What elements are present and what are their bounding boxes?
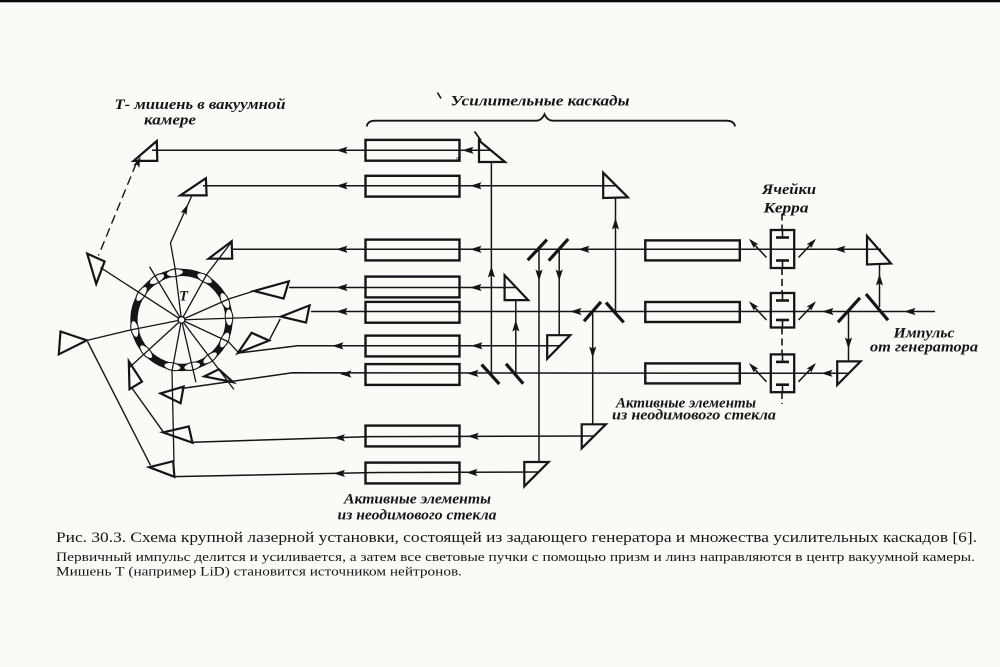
svg-text:Импульс: Импульс xyxy=(892,325,954,342)
svg-text:Активные элементы: Активные элементы xyxy=(615,396,756,412)
svg-text:из неодимового стекла: из неодимового стекла xyxy=(612,408,776,424)
svg-text:Активные элементы: Активные элементы xyxy=(343,492,491,508)
svg-text:Т- мишень в вакуумной: Т- мишень в вакуумной xyxy=(115,96,286,113)
svg-text:Усилительные каскады: Усилительные каскады xyxy=(451,93,631,110)
svg-text:а: а xyxy=(456,154,460,163)
svg-text:Т: Т xyxy=(179,289,189,305)
svg-text:Мишень Т (например LiD) станов: Мишень Т (например LiD) становится источ… xyxy=(56,565,462,579)
svg-text:Керра: Керра xyxy=(762,200,809,217)
svg-text:из неодимового стекла: из неодимового стекла xyxy=(338,508,497,524)
svg-text:Ячейки: Ячейки xyxy=(761,181,816,198)
svg-text:Рис. 30.3. Схема крупной лазер: Рис. 30.3. Схема крупной лазерной устано… xyxy=(56,530,977,546)
svg-text:Первичный импульс делится и ус: Первичный импульс делится и усиливается,… xyxy=(56,550,975,564)
svg-text:от генератора: от генератора xyxy=(870,339,978,356)
svg-text:камере: камере xyxy=(144,112,196,129)
